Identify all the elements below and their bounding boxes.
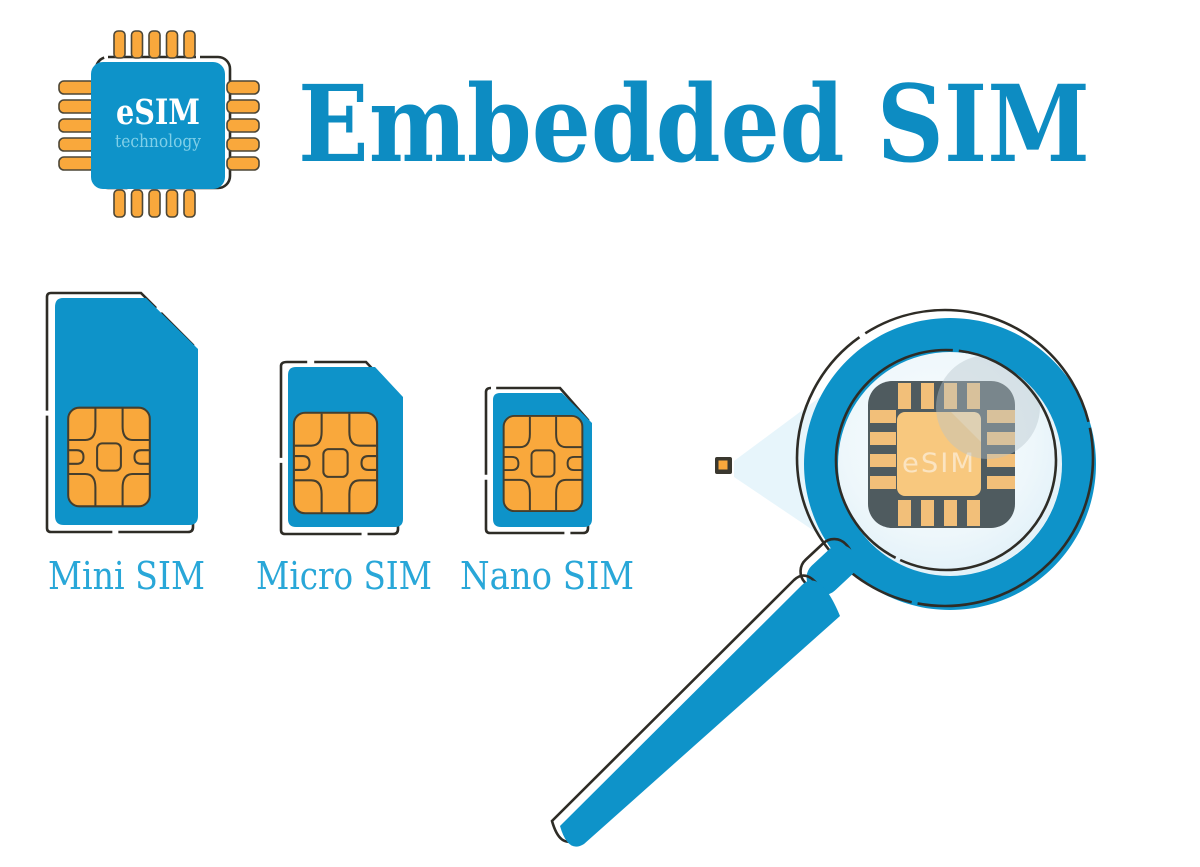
mini-sim-outline	[45, 291, 195, 534]
micro-sim-label: Micro SIM	[256, 554, 432, 598]
sim-card-nano: Nano SIM	[460, 386, 634, 598]
lens-chip-pins-top	[898, 383, 980, 409]
lens-chip-pins-left	[870, 410, 896, 489]
magnifier-outer-outline	[795, 308, 1095, 608]
lens-shine	[936, 355, 1040, 459]
sim-card-micro: Micro SIM	[256, 360, 432, 598]
mini-sim-contact-chip	[67, 406, 151, 508]
lens-chip-pins-right	[987, 410, 1015, 489]
page-title: Embedded SIM	[298, 61, 1090, 186]
lens-chip-pins-bottom	[898, 500, 980, 526]
logo-pins-top	[113, 30, 196, 59]
magnifier: eSIM	[550, 308, 1097, 847]
esim-logo: eSIM technology	[58, 30, 260, 218]
magnifier-inner-outline	[834, 348, 1058, 572]
esim-tiny-chip	[715, 457, 732, 474]
logo-chip-label: eSIM	[116, 92, 200, 133]
tiny-chip-core	[718, 460, 728, 470]
lens-chip-core	[897, 412, 981, 496]
nano-sim-outline	[484, 386, 590, 535]
logo-chip-sublabel: technology	[115, 131, 202, 152]
logo-pins-bottom	[113, 189, 196, 218]
logo-pins-left	[58, 80, 96, 171]
sim-card-mini: Mini SIM	[45, 291, 205, 598]
lens-chip-fold	[951, 412, 981, 442]
logo-pins-right	[226, 80, 260, 171]
mini-sim-label: Mini SIM	[48, 554, 205, 598]
micro-sim-outline	[279, 360, 400, 536]
logo-chip-body	[91, 62, 225, 189]
nano-sim-contact-chip	[502, 414, 584, 513]
magnified-esim-chip: eSIM	[868, 355, 1040, 528]
magnifier-handle	[560, 580, 840, 847]
nano-sim-label: Nano SIM	[460, 554, 634, 598]
magnifier-collar	[806, 545, 858, 595]
micro-sim-contact-chip	[292, 411, 379, 515]
lens-chip-label: eSIM	[902, 448, 976, 479]
